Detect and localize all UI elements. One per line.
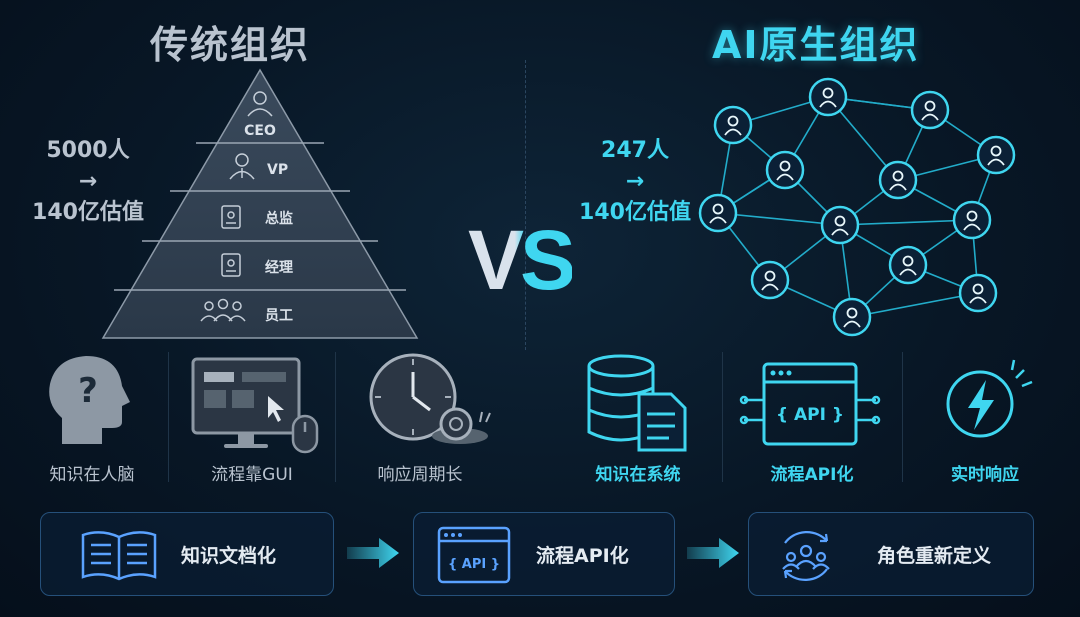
api-label: { API } — [776, 405, 844, 425]
network-node-person-icon — [750, 260, 790, 300]
arrow: → — [78, 169, 98, 194]
vp-person-icon — [229, 153, 255, 180]
traditional-org-title: 传统组织 — [150, 23, 311, 67]
feature-process-via-gui: 流程靠GUI — [211, 465, 293, 485]
headcount: 5000人 — [46, 138, 130, 163]
feature-knowledge-in-head: 知识在人脑 — [49, 465, 135, 485]
feature-separator — [168, 352, 169, 482]
valuation: 140亿估值 — [32, 200, 144, 225]
network-node-person-icon — [698, 193, 738, 233]
arrow-right-icon — [687, 538, 739, 568]
step-label: 角色重新定义 — [877, 545, 992, 567]
network-node-person-icon — [958, 273, 998, 313]
network-graph — [698, 77, 1016, 337]
network-node-person-icon — [713, 105, 753, 145]
traditional-stats: 5000人 → 140亿估值 — [28, 135, 148, 228]
step-box-role-redefine: 角色重新定义 — [748, 512, 1034, 596]
api-window-icon: { API } — [739, 362, 881, 446]
network-node-person-icon — [952, 200, 992, 240]
group-icon — [200, 298, 246, 322]
database-document-icon — [587, 354, 687, 452]
feature-realtime-response: 实时响应 — [951, 465, 1019, 485]
step-box-knowledge-docs: 知识文档化 — [40, 512, 334, 596]
step-box-process-api: { API } 流程API化 — [413, 512, 675, 596]
clock-snail-icon — [369, 353, 491, 444]
arrow-right-icon — [347, 538, 399, 568]
network-node-person-icon — [878, 160, 918, 200]
tier-manager: 经理 — [265, 259, 293, 276]
feature-separator — [902, 352, 903, 482]
network-node-person-icon — [765, 150, 805, 190]
api-label: { API } — [448, 557, 500, 572]
headcount: 247人 — [601, 138, 669, 163]
network-node-person-icon — [808, 77, 848, 117]
people-cycle-icon — [782, 531, 830, 581]
lightning-icon — [946, 359, 1033, 438]
vs-label: VS — [468, 213, 576, 307]
network-node-person-icon — [820, 205, 860, 245]
tier-ceo: CEO — [244, 123, 276, 139]
ceo-person-icon — [247, 91, 273, 117]
head-question-icon: ? — [49, 356, 131, 444]
tier-director: 总监 — [265, 210, 293, 227]
badge-icon — [221, 253, 241, 277]
hierarchy-pyramid: CEO VP 总监 经理 员工 — [101, 68, 419, 339]
feature-separator — [335, 352, 336, 482]
network-node-person-icon — [888, 245, 928, 285]
network-node-person-icon — [976, 135, 1016, 175]
tier-vp: VP — [267, 162, 288, 178]
step-label: 流程API化 — [536, 545, 629, 567]
ai-native-org-title: AI原生组织 — [712, 23, 920, 67]
center-divider — [525, 60, 526, 350]
badge-icon — [221, 205, 241, 229]
feature-process-api: 流程API化 — [770, 465, 854, 485]
tier-staff: 员工 — [265, 308, 293, 324]
network-node-person-icon — [832, 297, 872, 337]
step-label: 知识文档化 — [181, 545, 277, 567]
arrow: → — [625, 169, 645, 194]
svg-text:?: ? — [78, 371, 98, 411]
feature-long-response-cycle: 响应周期长 — [377, 465, 463, 485]
valuation: 140亿估值 — [579, 200, 691, 225]
open-book-icon — [81, 531, 157, 581]
feature-knowledge-in-system: 知识在系统 — [595, 465, 681, 485]
ai-native-stats: 247人 → 140亿估值 — [565, 135, 705, 228]
network-node-person-icon — [910, 90, 950, 130]
api-window-icon: { API } — [437, 526, 511, 584]
monitor-mouse-icon — [191, 357, 319, 454]
feature-separator — [722, 352, 723, 482]
network-nodes — [698, 77, 1016, 337]
